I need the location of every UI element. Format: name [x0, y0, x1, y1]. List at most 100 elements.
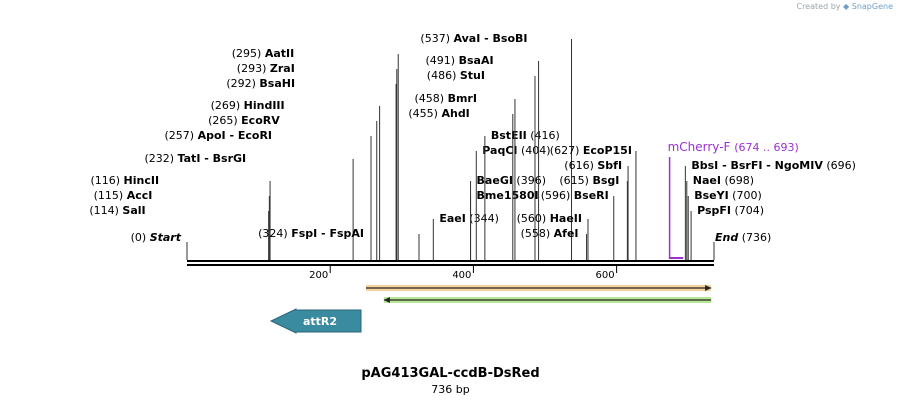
restriction-site-label: (560) HaeII	[517, 212, 582, 225]
restriction-site-label: (293) ZraI	[237, 62, 295, 75]
site-position: (486)	[427, 69, 460, 82]
site-enzyme-name: StuI	[460, 69, 485, 82]
plasmid-name: pAG413GAL-ccdB-DsRed	[361, 366, 540, 381]
site-enzyme-name: AatII	[265, 47, 294, 60]
site-enzyme-name: HaeII	[550, 212, 582, 225]
orf-arrow-head	[383, 297, 390, 303]
restriction-site-label: (232) TatI - BsrGI	[144, 152, 246, 165]
site-enzyme-name: ZraI	[270, 62, 295, 75]
site-position: (396)	[513, 174, 546, 187]
site-position: (700)	[729, 189, 762, 202]
site-position: (627)	[550, 144, 583, 157]
site-position: (115)	[94, 189, 127, 202]
site-enzyme-name: BsgI	[592, 174, 619, 187]
site-enzyme-name: AvaI - BsoBI	[454, 32, 528, 45]
site-position: (114)	[89, 204, 122, 217]
site-position: (295)	[232, 47, 265, 60]
ruler-tick-label: 400	[452, 270, 471, 281]
restriction-site-label: (455) AhdI	[408, 107, 469, 120]
snapgene-watermark: Created by ◆ SnapGene	[796, 2, 893, 11]
site-position: (404)	[518, 144, 551, 157]
site-enzyme-name: SbfI	[597, 159, 622, 172]
end-label: End (736)	[715, 231, 771, 244]
site-enzyme-name: AccI	[127, 189, 153, 202]
restriction-site-label: PspFI (704)	[697, 204, 764, 217]
site-enzyme-name: HindIII	[244, 99, 285, 112]
site-position: (458)	[414, 92, 447, 105]
restriction-site-label: (295) AatII	[232, 47, 294, 60]
restriction-site-label: PaqCI (404)	[482, 144, 550, 157]
watermark-prefix: Created by	[796, 2, 841, 11]
restriction-site-label: (486) StuI	[427, 69, 485, 82]
site-position: (560)	[517, 212, 550, 225]
site-enzyme-name: ApoI - EcoRI	[198, 129, 272, 142]
site-position: (265)	[208, 114, 241, 127]
site-position: (292)	[226, 77, 259, 90]
site-enzyme-name: PspFI	[697, 204, 731, 217]
site-position: (455)	[408, 107, 441, 120]
site-position: (491)	[426, 54, 459, 67]
site-position: (558)	[521, 227, 554, 240]
site-position: (616)	[564, 159, 597, 172]
restriction-site-label: BstEII (416)	[491, 129, 560, 142]
restriction-site-label: (114) SalI	[89, 204, 145, 217]
site-position: (596)	[541, 189, 574, 202]
restriction-site-label: (616) SbfI	[564, 159, 622, 172]
site-position: (615)	[559, 174, 592, 187]
site-enzyme-name: EcoRV	[241, 114, 280, 127]
site-position: (116)	[90, 174, 123, 187]
site-position: (416)	[527, 129, 560, 142]
site-position: (232)	[144, 152, 177, 165]
site-position: (704)	[731, 204, 764, 217]
restriction-site-label: (116) HincII	[90, 174, 159, 187]
restriction-site-label: BaeGI (396)	[477, 174, 546, 187]
primer-label: mCherry-F (674 .. 693)	[668, 140, 799, 154]
restriction-site-label: (115) AccI	[94, 189, 153, 202]
site-enzyme-name: NaeI	[693, 174, 721, 187]
restriction-site-label: (257) ApoI - EcoRI	[165, 129, 273, 142]
start-label: (0) Start	[131, 231, 182, 244]
restriction-site-label: (269) HindIII	[211, 99, 285, 112]
restriction-site-label: (627) EcoP15I	[550, 144, 632, 157]
site-position: (293)	[237, 62, 270, 75]
restriction-site-label: (458) BmrI	[414, 92, 476, 105]
site-position: (537)	[420, 32, 453, 45]
restriction-site-label: (324) FspI - FspAI	[258, 227, 364, 240]
site-enzyme-name: Bme1580I	[477, 189, 539, 202]
ruler-tick-label: 600	[596, 270, 615, 281]
ruler-tick-label: 200	[309, 270, 328, 281]
site-enzyme-name: BmrI	[448, 92, 477, 105]
site-position: (324)	[258, 227, 291, 240]
watermark-brand: SnapGene	[851, 2, 893, 11]
site-position: (269)	[211, 99, 244, 112]
feature-arrow	[269, 308, 362, 334]
site-enzyme-name: TatI - BsrGI	[178, 152, 247, 165]
restriction-site-label: EaeI (344)	[439, 212, 499, 225]
restriction-site-label: (596) BseRI	[541, 189, 609, 202]
restriction-site-label: BseYI (700)	[694, 189, 762, 202]
restriction-site-label: (491) BsaAI	[426, 54, 494, 67]
site-enzyme-name: EcoP15I	[583, 144, 632, 157]
restriction-site-label: Bme1580I	[477, 189, 539, 202]
site-enzyme-name: AfeI	[554, 227, 579, 240]
restriction-site-label: (537) AvaI - BsoBI	[420, 32, 527, 45]
restriction-site-label: (265) EcoRV	[208, 114, 280, 127]
site-enzyme-name: HincII	[124, 174, 160, 187]
site-enzyme-name: SalI	[122, 204, 145, 217]
feature-label: attR2	[303, 315, 337, 328]
site-enzyme-name: PaqCI	[482, 144, 517, 157]
site-position: (698)	[721, 174, 754, 187]
site-enzyme-name: BsaHI	[259, 77, 295, 90]
site-enzyme-name: AhdI	[441, 107, 469, 120]
site-enzyme-name: FspI - FspAI	[291, 227, 364, 240]
restriction-site-label: (292) BsaHI	[226, 77, 295, 90]
site-enzyme-name: BstEII	[491, 129, 527, 142]
site-position: (257)	[165, 129, 198, 142]
site-enzyme-name: BaeGI	[477, 174, 513, 187]
site-position: (696)	[823, 159, 856, 172]
site-enzyme-name: BseYI	[694, 189, 728, 202]
site-enzyme-name: BseRI	[574, 189, 609, 202]
restriction-site-label: (615) BsgI	[559, 174, 619, 187]
site-enzyme-name: EaeI	[439, 212, 466, 225]
